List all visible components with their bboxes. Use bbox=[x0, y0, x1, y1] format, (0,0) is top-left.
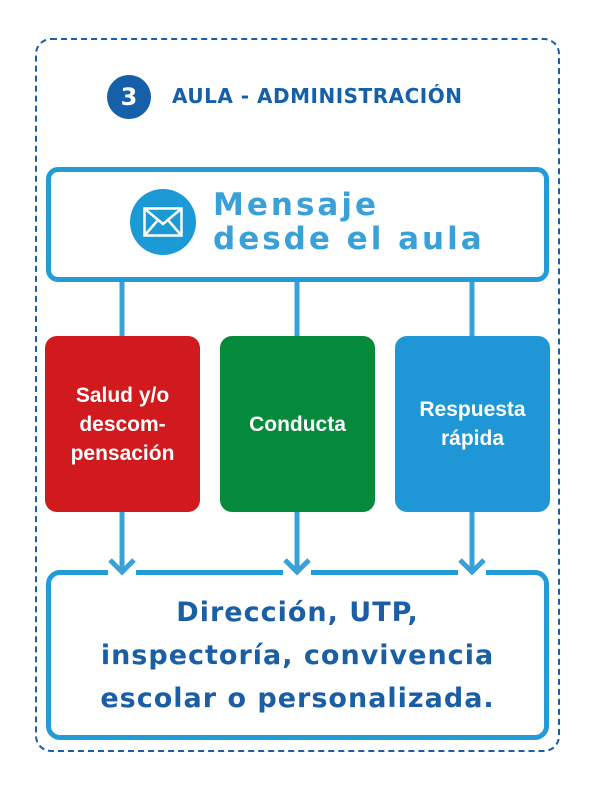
source-label: Mensaje desde el aula bbox=[213, 188, 485, 256]
destination-line: Dirección, UTP, bbox=[176, 596, 419, 628]
envelope-icon bbox=[130, 189, 196, 255]
card-line: descom- bbox=[79, 412, 166, 436]
category-conduct: Conducta bbox=[220, 336, 375, 512]
category-health: Salud y/o descom-pensación bbox=[45, 336, 200, 512]
destination-line: inspectoría, convivencia bbox=[100, 639, 495, 671]
arrow-down-icon bbox=[458, 512, 486, 577]
destination-line: escolar o personalizada. bbox=[100, 682, 495, 714]
source-line: Mensaje bbox=[213, 187, 379, 223]
dashed-frame bbox=[35, 38, 560, 752]
card-line: rápida bbox=[440, 427, 505, 450]
card-line: Salud y/o bbox=[75, 383, 170, 407]
section-title: AULA - ADMINISTRACIÓN bbox=[172, 84, 463, 108]
destination-box: Dirección, UTP, inspectoría, convivencia e… bbox=[46, 570, 549, 740]
card-line: Respuesta bbox=[419, 398, 526, 421]
card-line: Conducta bbox=[249, 412, 346, 436]
card-line: pensación bbox=[70, 441, 175, 465]
source-box bbox=[46, 167, 549, 282]
arrow-down-icon bbox=[108, 512, 136, 577]
source-line: desde el aula bbox=[213, 221, 485, 257]
category-quick-response: Respuesta rápida bbox=[395, 336, 550, 512]
arrow-down-icon bbox=[283, 512, 311, 577]
step-number-badge: 3 bbox=[107, 75, 151, 119]
